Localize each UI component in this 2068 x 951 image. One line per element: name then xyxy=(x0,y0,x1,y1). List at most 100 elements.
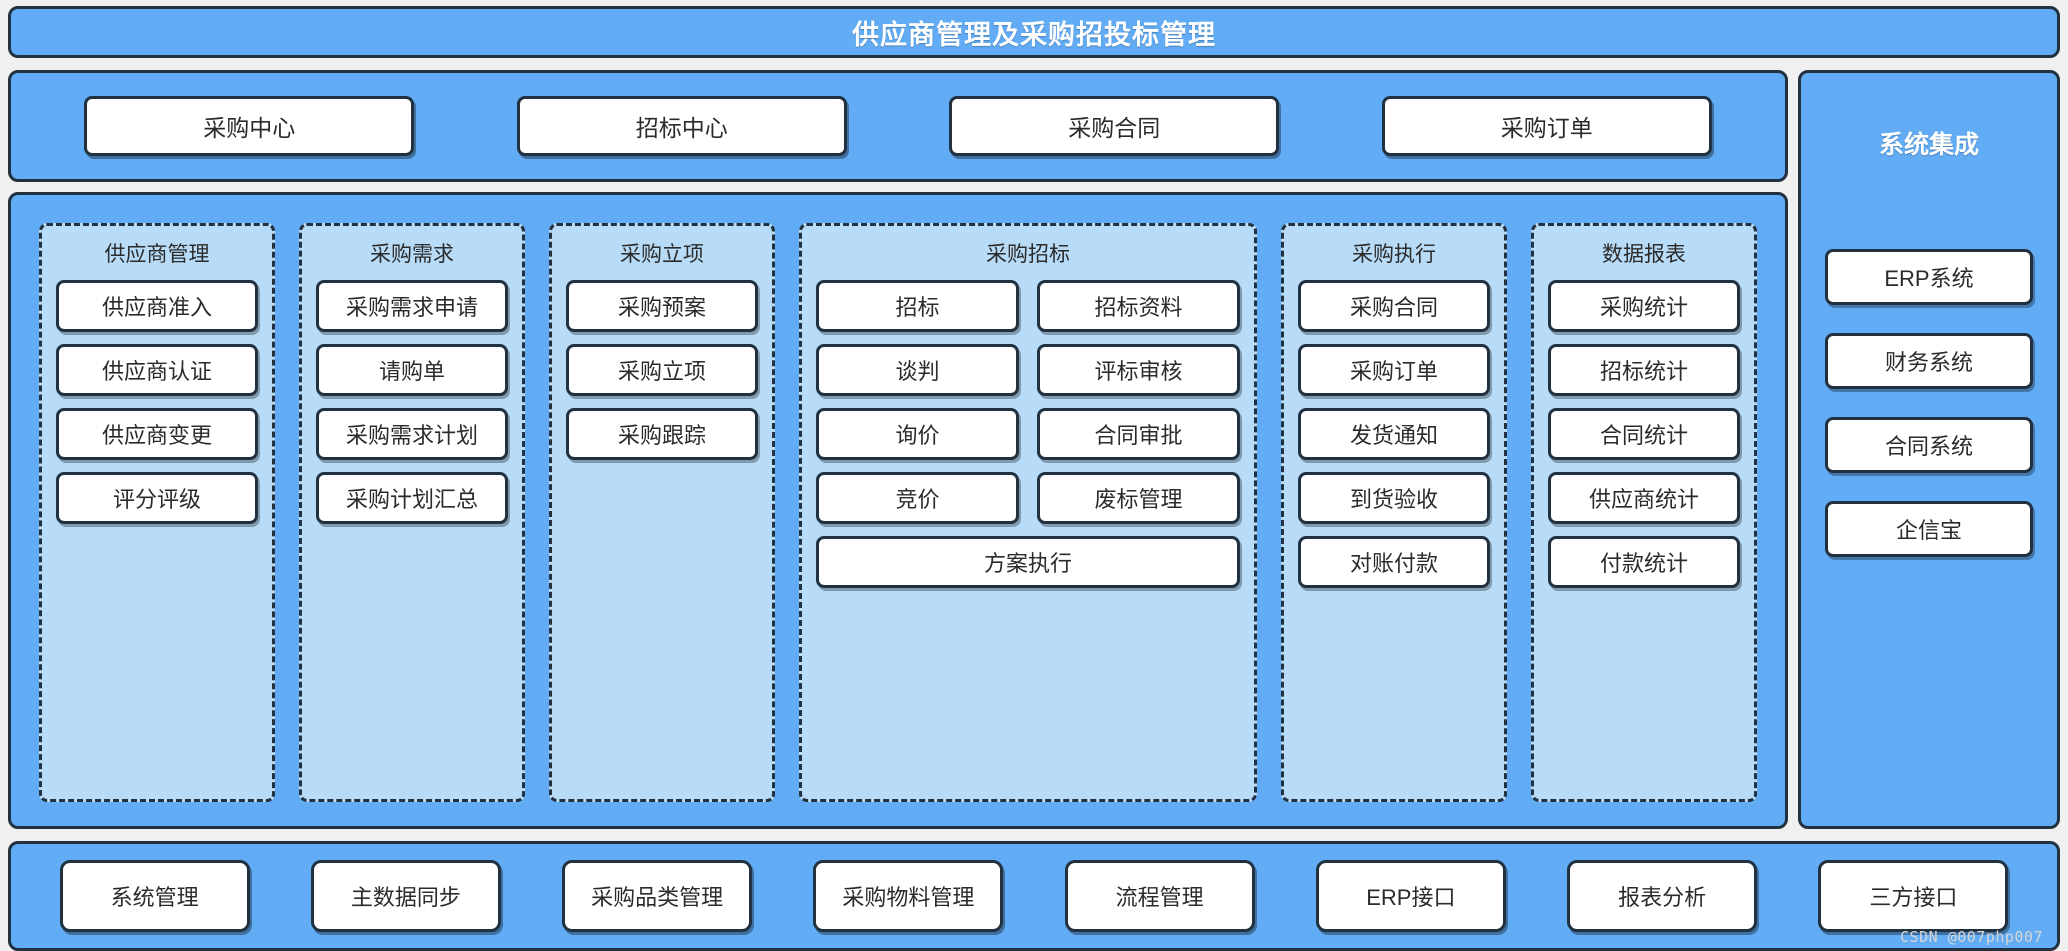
module-bid-cancellation[interactable]: 废标管理 xyxy=(1037,472,1240,524)
csdn-watermark: CSDN @007php007 xyxy=(1900,928,2043,946)
group-supplier-management: 供应商管理 供应商准入 供应商认证 供应商变更 评分评级 xyxy=(39,223,275,802)
module-contract-statistics[interactable]: 合同统计 xyxy=(1548,408,1740,460)
module-label: 评分评级 xyxy=(112,487,201,512)
module-bidding[interactable]: 招标 xyxy=(816,280,1019,332)
module-label: 招标 xyxy=(895,295,940,320)
module-bid-evaluation-review[interactable]: 评标审核 xyxy=(1037,344,1240,396)
module-label: 方案执行 xyxy=(983,551,1072,576)
module-label: 合同统计 xyxy=(1599,423,1688,448)
platform-box-material-management[interactable]: 采购物料管理 xyxy=(813,860,1004,932)
module-inquiry[interactable]: 询价 xyxy=(816,408,1019,460)
channel-box-purchase-order[interactable]: 采购订单 xyxy=(1381,96,1712,156)
module-label: 到货验收 xyxy=(1349,487,1438,512)
mid-region: 采购中心 招标中心 采购合同 采购订单 供应商管理 供应商准入 xyxy=(8,70,2060,829)
module-plan-execution[interactable]: 方案执行 xyxy=(816,536,1240,588)
platform-box-category-management[interactable]: 采购品类管理 xyxy=(562,860,753,932)
module-bidding-statistics[interactable]: 招标统计 xyxy=(1548,344,1740,396)
module-demand-request[interactable]: 采购需求申请 xyxy=(316,280,508,332)
module-procurement-proposal[interactable]: 采购预案 xyxy=(566,280,758,332)
group-data-reports: 数据报表 采购统计 招标统计 合同统计 供应商统计 付款统计 xyxy=(1531,223,1757,802)
module-reconciliation-payment[interactable]: 对账付款 xyxy=(1298,536,1490,588)
group-item-list: 采购需求申请 请购单 采购需求计划 采购计划汇总 xyxy=(316,280,508,524)
module-scoring-rating[interactable]: 评分评级 xyxy=(56,472,258,524)
group-item-list: 招标 招标资料 谈判 评标审核 询价 合同审批 竞价 废标管理 方案执行 xyxy=(816,280,1240,588)
module-label: 采购需求计划 xyxy=(345,423,478,448)
module-bidding-documents[interactable]: 招标资料 xyxy=(1037,280,1240,332)
platform-box-report-analysis[interactable]: 报表分析 xyxy=(1567,860,1758,932)
integration-finance-system[interactable]: 财务系统 xyxy=(1825,333,2033,389)
channel-box-bidding-center[interactable]: 招标中心 xyxy=(516,96,847,156)
group-procurement-project: 采购立项 采购预案 采购立项 采购跟踪 xyxy=(549,223,775,802)
integration-contract-system[interactable]: 合同系统 xyxy=(1825,417,2033,473)
module-purchase-order[interactable]: 采购订单 xyxy=(1298,344,1490,396)
module-label: 供应商认证 xyxy=(101,359,212,384)
module-procurement-tracking[interactable]: 采购跟踪 xyxy=(566,408,758,460)
module-goods-acceptance[interactable]: 到货验收 xyxy=(1298,472,1490,524)
platform-label: ERP接口 xyxy=(1366,885,1456,910)
channel-box-purchase-contract[interactable]: 采购合同 xyxy=(949,96,1280,156)
module-label: 采购预案 xyxy=(617,295,706,320)
module-label: 采购计划汇总 xyxy=(345,487,478,512)
group-item-list: 供应商准入 供应商认证 供应商变更 评分评级 xyxy=(56,280,258,524)
platform-label: 三方接口 xyxy=(1869,885,1958,910)
module-label: 合同审批 xyxy=(1094,423,1183,448)
group-title: 采购立项 xyxy=(620,243,704,266)
group-title: 采购执行 xyxy=(1352,243,1436,266)
module-procurement-statistics[interactable]: 采购统计 xyxy=(1548,280,1740,332)
diagram-title-bar: 供应商管理及采购招投标管理 xyxy=(8,6,2060,58)
platform-label: 采购物料管理 xyxy=(842,885,975,910)
module-label: 竞价 xyxy=(895,487,940,512)
page-title: 供应商管理及采购招投标管理 xyxy=(852,19,1216,50)
channel-label: 采购合同 xyxy=(1068,115,1161,141)
module-demand-plan[interactable]: 采购需求计划 xyxy=(316,408,508,460)
system-integration-title: 系统集成 xyxy=(1878,131,1979,159)
group-title: 数据报表 xyxy=(1602,243,1686,266)
module-label: 询价 xyxy=(895,423,940,448)
integration-erp-system[interactable]: ERP系统 xyxy=(1825,249,2033,305)
module-label: 采购需求申请 xyxy=(345,295,478,320)
module-label: 招标资料 xyxy=(1094,295,1183,320)
module-supplier-change[interactable]: 供应商变更 xyxy=(56,408,258,460)
platform-label: 报表分析 xyxy=(1618,885,1707,910)
channel-label: 采购中心 xyxy=(203,115,296,141)
module-shipping-notice[interactable]: 发货通知 xyxy=(1298,408,1490,460)
core-module-board: 供应商管理 供应商准入 供应商认证 供应商变更 评分评级 采购需求 采购需求申请… xyxy=(8,192,1788,829)
group-title: 采购招标 xyxy=(986,243,1070,266)
module-project-setup[interactable]: 采购立项 xyxy=(566,344,758,396)
integration-label: ERP系统 xyxy=(1884,266,1974,291)
group-item-list: 采购统计 招标统计 合同统计 供应商统计 付款统计 xyxy=(1548,280,1740,588)
module-label: 发货通知 xyxy=(1349,423,1438,448)
group-procurement-demand: 采购需求 采购需求申请 请购单 采购需求计划 采购计划汇总 xyxy=(299,223,525,802)
module-supplier-certification[interactable]: 供应商认证 xyxy=(56,344,258,396)
module-label: 对账付款 xyxy=(1349,551,1438,576)
group-item-list: 采购预案 采购立项 采购跟踪 xyxy=(566,280,758,460)
module-label: 招标统计 xyxy=(1599,359,1688,384)
platform-box-erp-interface[interactable]: ERP接口 xyxy=(1315,860,1506,932)
module-label: 供应商准入 xyxy=(101,295,212,320)
module-payment-statistics[interactable]: 付款统计 xyxy=(1548,536,1740,588)
platform-box-process-management[interactable]: 流程管理 xyxy=(1064,860,1255,932)
group-procurement-execution: 采购执行 采购合同 采购订单 发货通知 到货验收 对账付款 xyxy=(1281,223,1507,802)
module-competitive-bidding[interactable]: 竞价 xyxy=(816,472,1019,524)
platform-box-system-management[interactable]: 系统管理 xyxy=(59,860,250,932)
module-contract-approval[interactable]: 合同审批 xyxy=(1037,408,1240,460)
module-label: 采购合同 xyxy=(1349,295,1438,320)
module-purchase-requisition[interactable]: 请购单 xyxy=(316,344,508,396)
platform-box-third-party-interface[interactable]: 三方接口 xyxy=(1818,860,2009,932)
module-supplier-statistics[interactable]: 供应商统计 xyxy=(1548,472,1740,524)
platform-label: 主数据同步 xyxy=(350,885,461,910)
module-supplier-admission[interactable]: 供应商准入 xyxy=(56,280,258,332)
channel-label: 招标中心 xyxy=(635,115,728,141)
integration-qixinbao[interactable]: 企信宝 xyxy=(1825,501,2033,557)
module-label: 采购立项 xyxy=(617,359,706,384)
platform-box-master-data-sync[interactable]: 主数据同步 xyxy=(310,860,501,932)
system-integration-list: ERP系统 财务系统 合同系统 企信宝 xyxy=(1825,249,2033,557)
module-purchase-contract[interactable]: 采购合同 xyxy=(1298,280,1490,332)
module-plan-summary[interactable]: 采购计划汇总 xyxy=(316,472,508,524)
module-label: 供应商变更 xyxy=(101,423,212,448)
module-label: 采购统计 xyxy=(1599,295,1688,320)
module-negotiation[interactable]: 谈判 xyxy=(816,344,1019,396)
channel-box-procurement-center[interactable]: 采购中心 xyxy=(84,96,415,156)
integration-label: 合同系统 xyxy=(1884,434,1973,459)
